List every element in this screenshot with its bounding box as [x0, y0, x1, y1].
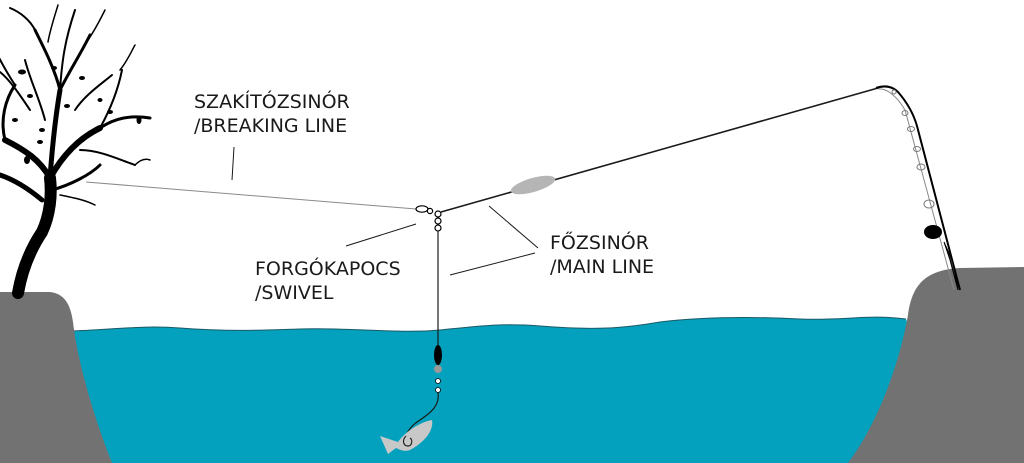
- main-line: [440, 87, 879, 213]
- swivel-icon: [415, 205, 442, 232]
- float: [510, 175, 556, 195]
- bead-white-1: [435, 378, 441, 384]
- main-line-label-en: /MAIN LINE: [550, 256, 655, 278]
- breaking-line-label-en: /BREAKING LINE: [194, 115, 348, 137]
- bead-gray: [434, 365, 442, 373]
- breaking-line-label: SZAKÍTÓZSINÓR /BREAKING LINE: [194, 90, 350, 138]
- main-line-label-hu: FŐZSINÓR: [550, 232, 649, 254]
- left-bank: [0, 292, 112, 463]
- main-line-pointer-upper: [488, 205, 539, 249]
- fish-icon: [380, 420, 433, 454]
- hook-line: [405, 391, 439, 437]
- reel-icon: [924, 225, 942, 239]
- swivel-pointer: [345, 223, 417, 247]
- fishing-rod: [875, 85, 961, 291]
- right-bank: [848, 267, 1024, 463]
- bead-white-2: [435, 387, 441, 393]
- swivel-label: FORGÓKAPOCS /SWIVEL: [255, 257, 401, 305]
- main-line-pointer-lower: [449, 252, 536, 276]
- tree-icon: [0, 4, 152, 299]
- breaking-line-label-hu: SZAKÍTÓZSINÓR: [194, 91, 350, 113]
- sinker: [434, 345, 442, 365]
- main-line-label: FŐZSINÓR /MAIN LINE: [550, 231, 654, 279]
- swivel-label-hu: FORGÓKAPOCS: [255, 258, 401, 280]
- swivel-label-en: /SWIVEL: [255, 282, 334, 304]
- water-surface: [69, 316, 907, 332]
- breaking-line: [85, 181, 417, 210]
- water: [0, 317, 960, 463]
- breaking-line-pointer: [231, 146, 235, 181]
- tree-leaves: [12, 66, 142, 164]
